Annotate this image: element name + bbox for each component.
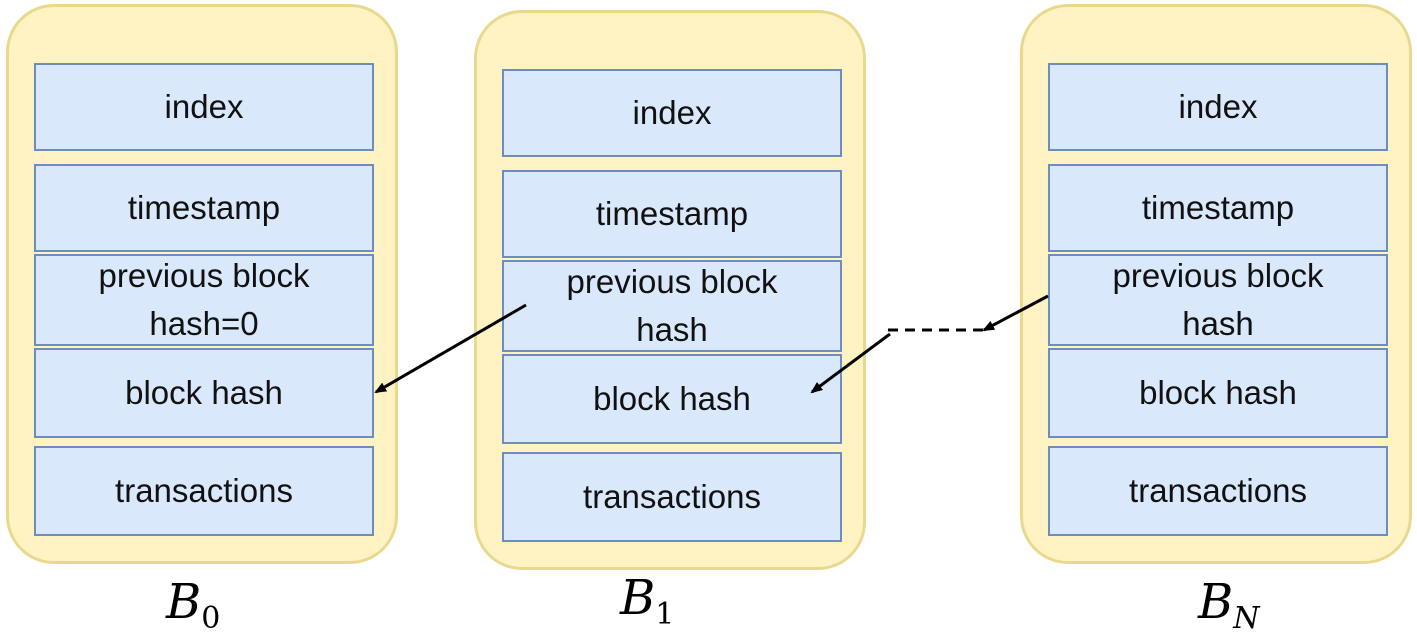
b1-label-main: B bbox=[620, 570, 656, 626]
bn-block-hash-field: block hash bbox=[1048, 348, 1388, 438]
block-label-bn: BN bbox=[1198, 578, 1260, 632]
arrow-b1-to-b0 bbox=[374, 303, 527, 394]
b1-index-field: index bbox=[502, 69, 842, 157]
b0-timestamp-field: timestamp bbox=[34, 164, 374, 252]
block-bn: index timestamp previous block hash bloc… bbox=[1020, 4, 1412, 564]
b0-label-sub: 0 bbox=[201, 601, 221, 632]
arrow-bn-to-ellipsis bbox=[982, 294, 1049, 332]
bn-label-main: B bbox=[1198, 574, 1234, 630]
bn-label-sub: N bbox=[1233, 601, 1260, 632]
bn-index-field: index bbox=[1048, 63, 1388, 151]
arrow-ellipsis-to-b1 bbox=[810, 332, 891, 394]
b0-label-main: B bbox=[166, 574, 202, 630]
b1-timestamp-field: timestamp bbox=[502, 170, 842, 258]
b1-previous-block-hash-field: previous block hash bbox=[502, 260, 842, 352]
bn-transactions-field: transactions bbox=[1048, 446, 1388, 536]
bn-previous-block-hash-field: previous block hash bbox=[1048, 254, 1388, 346]
block-label-b1: B1 bbox=[620, 574, 674, 630]
b0-previous-block-hash-field: previous block hash=0 bbox=[34, 254, 374, 346]
b0-index-field: index bbox=[34, 63, 374, 151]
block-label-b0: B0 bbox=[166, 578, 220, 632]
block-b0: index timestamp previous block hash=0 bl… bbox=[6, 4, 398, 564]
b1-block-hash-field: block hash bbox=[502, 354, 842, 444]
b1-label-sub: 1 bbox=[655, 597, 675, 632]
b0-block-hash-field: block hash bbox=[34, 348, 374, 438]
block-b1: index timestamp previous block hash bloc… bbox=[474, 10, 866, 570]
b1-transactions-field: transactions bbox=[502, 452, 842, 542]
b0-transactions-field: transactions bbox=[34, 446, 374, 536]
bn-timestamp-field: timestamp bbox=[1048, 164, 1388, 252]
